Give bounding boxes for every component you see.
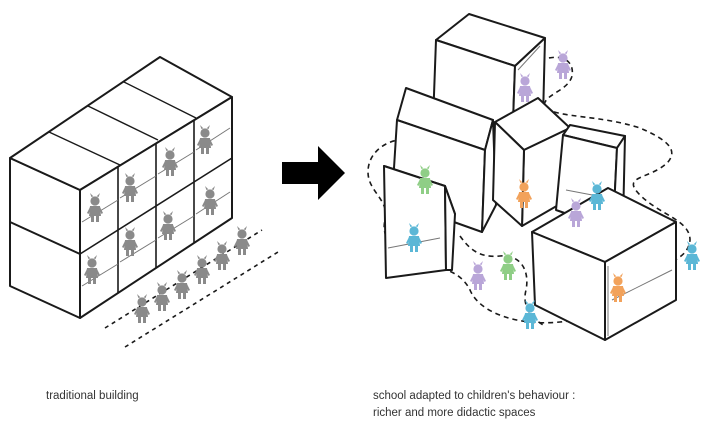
child-figure-icon xyxy=(194,255,210,284)
traditional-building xyxy=(9,56,233,319)
caption-adapted-school: school adapted to children's behaviour :… xyxy=(373,388,575,422)
block-bottom-right xyxy=(531,187,677,341)
block-bottom-left xyxy=(383,165,456,279)
right-arrow-icon xyxy=(282,146,345,200)
child-figure-icon xyxy=(470,261,486,290)
child-figure-icon xyxy=(154,282,170,311)
caption-adapted-school-line2: richer and more didactic spaces xyxy=(373,407,536,419)
child-figure-icon xyxy=(555,50,571,79)
child-figure-icon xyxy=(174,270,190,299)
adapted-school-blocks xyxy=(383,13,677,341)
child-figure-icon xyxy=(134,294,150,323)
child-figure-icon xyxy=(234,226,250,255)
caption-traditional-building: traditional building xyxy=(46,390,139,402)
child-figure-icon xyxy=(684,241,700,270)
child-figure-icon xyxy=(214,241,230,270)
caption-adapted-school-line1: school adapted to children's behaviour : xyxy=(373,390,576,402)
